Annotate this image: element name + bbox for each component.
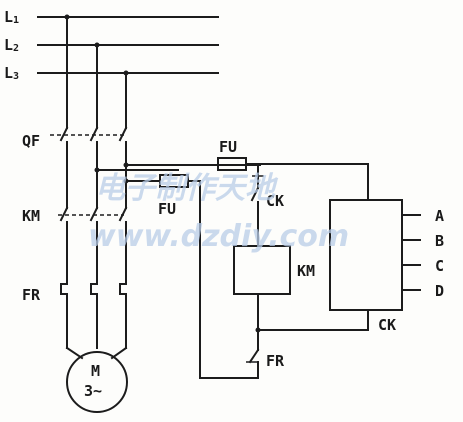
fr-element-3 <box>119 283 127 305</box>
qf-label: QF <box>22 132 40 150</box>
km-coil <box>233 245 291 295</box>
fr-main-label: FR <box>22 286 41 304</box>
watermark-url: www.dzdiy.com <box>88 219 349 254</box>
km-coil-label: KM <box>297 262 315 280</box>
output-label-c: C <box>435 257 444 275</box>
fu-top-label: FU <box>219 138 237 156</box>
phase-conductors <box>50 16 128 360</box>
fr-element-1 <box>60 283 68 305</box>
km-main-label: KM <box>22 207 40 225</box>
fu-left-label: FU <box>158 200 176 218</box>
fr-element-2 <box>90 283 98 305</box>
output-label-a: A <box>435 207 444 225</box>
supply-lines <box>37 14 219 76</box>
motor-label: M <box>91 362 100 380</box>
control-circuit <box>94 157 421 379</box>
watermark-cn: 电子制作天地 <box>95 171 279 206</box>
output-label-b: B <box>435 232 444 250</box>
line-label-l3: L3 <box>4 64 19 82</box>
fr-contact-label: FR <box>266 352 285 370</box>
ck-box-label: CK <box>378 316 396 334</box>
ck-contact-label: CK <box>266 192 284 210</box>
ck-controller-box <box>329 199 403 311</box>
output-label-d: D <box>435 282 444 300</box>
motor-symbol <box>66 351 128 413</box>
line-label-l2: L2 <box>4 36 19 54</box>
motor-phase-label: 3~ <box>84 382 102 400</box>
line-label-l1: L1 <box>4 8 19 26</box>
